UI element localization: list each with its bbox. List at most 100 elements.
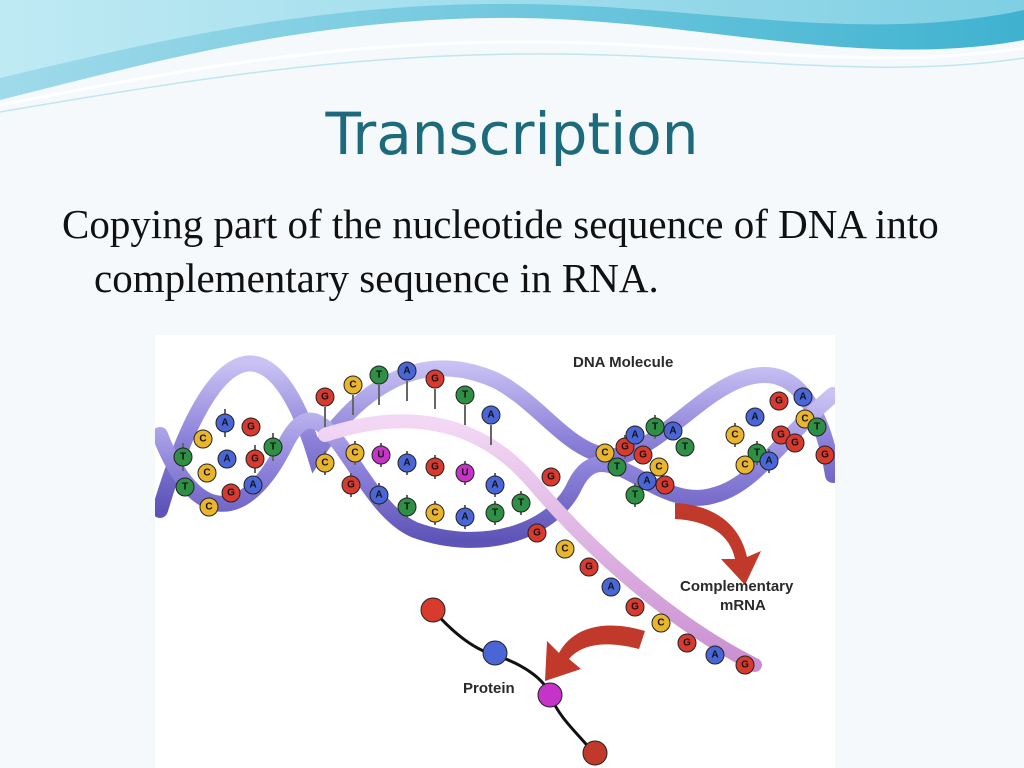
nucleotide-letter: G bbox=[533, 528, 541, 539]
nucleotide-left-4: A bbox=[217, 449, 237, 469]
nucleotide-letter: T bbox=[518, 498, 524, 509]
protein-amino-acid-bead bbox=[582, 740, 608, 766]
nucleotide-letter: T bbox=[632, 490, 638, 501]
nucleotide-letter: A bbox=[799, 392, 806, 403]
nucleotide-mrna-5: G bbox=[625, 597, 645, 617]
nucleotide-left-3: T bbox=[173, 447, 193, 467]
top-wave-decoration bbox=[0, 0, 1024, 113]
nucleotide-left-7: T bbox=[175, 477, 195, 497]
nucleotide-letter: C bbox=[199, 434, 206, 445]
nucleotide-right-5: G bbox=[633, 445, 653, 465]
nucleotide-letter: C bbox=[351, 448, 358, 459]
nucleotide-letter: C bbox=[431, 508, 438, 519]
dna-strand-back bbox=[155, 355, 835, 518]
nucleotide-top-1: C bbox=[343, 375, 363, 395]
nucleotide-right-10: T bbox=[675, 437, 695, 457]
nucleotide-mrna-9: G bbox=[735, 655, 755, 675]
nucleotide-right-8: T bbox=[625, 485, 645, 505]
nucleotide-letter: A bbox=[461, 512, 468, 523]
nucleotide-letter: G bbox=[321, 392, 329, 403]
nucleotide-letter: G bbox=[251, 454, 259, 465]
nucleotide-letter: C bbox=[561, 544, 568, 555]
nucleotide-right-12: C bbox=[725, 425, 745, 445]
nucleotide-right-6: C bbox=[649, 457, 669, 477]
nucleotide-mrna-8: A bbox=[705, 645, 725, 665]
mrna-strand bbox=[318, 414, 762, 672]
nucleotide-letter: G bbox=[431, 374, 439, 385]
nucleotide-letter: C bbox=[601, 448, 608, 459]
nucleotide-mid-7: G bbox=[341, 475, 361, 495]
nucleotide-letter: U bbox=[377, 450, 384, 461]
nucleotide-letter: G bbox=[791, 438, 799, 449]
nucleotide-mid-2: U bbox=[371, 445, 391, 465]
nucleotide-left-6: G bbox=[245, 449, 265, 469]
nucleotide-letter: T bbox=[180, 452, 186, 463]
nucleotide-letter: G bbox=[547, 472, 555, 483]
protein-chain bbox=[420, 597, 608, 766]
nucleotide-top-6: A bbox=[481, 405, 501, 425]
nucleotide-mid-12: T bbox=[485, 503, 505, 523]
label-mrna: mRNA bbox=[720, 597, 766, 614]
label-complementary: Complementary bbox=[680, 578, 794, 595]
nucleotide-right-22: T bbox=[807, 417, 827, 437]
nucleotide-letter: T bbox=[270, 442, 276, 453]
dna-strand-front bbox=[155, 387, 835, 548]
nucleotide-letter: A bbox=[491, 480, 498, 491]
nucleotide-letter: G bbox=[247, 422, 255, 433]
nucleotide-mid-11: A bbox=[455, 507, 475, 527]
nucleotide-letter: T bbox=[682, 442, 688, 453]
nucleotide-right-15: A bbox=[793, 387, 813, 407]
nucleotide-mid-6: A bbox=[485, 475, 505, 495]
nucleotide-left-8: G bbox=[221, 483, 241, 503]
nucleotide-letter: T bbox=[182, 482, 188, 493]
nucleotide-letter: G bbox=[741, 660, 749, 671]
nucleotide-letter: C bbox=[321, 458, 328, 469]
nucleotide-letter: G bbox=[683, 638, 691, 649]
nucleotide-mid-5: U bbox=[455, 463, 475, 483]
nucleotide-letter: G bbox=[431, 462, 439, 473]
nucleotide-letter: T bbox=[462, 390, 468, 401]
nucleotide-letter: C bbox=[655, 462, 662, 473]
nucleotide-right-3: A bbox=[625, 425, 645, 445]
nucleotide-letter: A bbox=[711, 650, 718, 661]
nucleotide-mid-1: C bbox=[345, 443, 365, 463]
nucleotide-right-20: A bbox=[759, 451, 779, 471]
nucleotide-right-2: C bbox=[595, 443, 615, 463]
nucleotide-letter: A bbox=[403, 366, 410, 377]
nucleotide-right-11: A bbox=[663, 421, 683, 441]
nucleotide-letter: A bbox=[487, 410, 494, 421]
nucleotide-letter: G bbox=[777, 430, 785, 441]
nucleotide-letter: A bbox=[643, 476, 650, 487]
nucleotide-letter: A bbox=[221, 418, 228, 429]
nucleotide-letter: T bbox=[376, 370, 382, 381]
nucleotide-letter: T bbox=[814, 422, 820, 433]
nucleotide-right-14: G bbox=[769, 391, 789, 411]
nucleotide-mid-4: G bbox=[425, 457, 445, 477]
nucleotide-letter: A bbox=[607, 582, 614, 593]
protein-amino-acid-bead bbox=[482, 640, 508, 666]
nucleotide-right-1: T bbox=[607, 457, 627, 477]
transcription-arrow-icon bbox=[675, 503, 761, 585]
nucleotide-letter: T bbox=[754, 448, 760, 459]
nucleotide-mrna-1: G bbox=[527, 523, 547, 543]
nucleotide-letter: G bbox=[775, 396, 783, 407]
slide-title: Transcription bbox=[325, 100, 699, 168]
nucleotide-letter: A bbox=[375, 490, 382, 501]
dna-backbone bbox=[155, 355, 835, 548]
nucleotide-right-7: A bbox=[637, 471, 657, 491]
nucleotide-letter: A bbox=[223, 454, 230, 465]
protein-amino-acid-bead bbox=[537, 682, 563, 708]
nucleotide-left-5: C bbox=[197, 463, 217, 483]
nucleotide-left-11: C bbox=[199, 497, 219, 517]
nucleotide-letter: G bbox=[347, 480, 355, 491]
nucleotide-mrna-3: G bbox=[579, 557, 599, 577]
nucleotide-letter: C bbox=[741, 460, 748, 471]
nucleotide-mid-9: T bbox=[397, 497, 417, 517]
nucleotide-right-9: G bbox=[655, 475, 675, 495]
nucleotide-letter: C bbox=[657, 618, 664, 629]
nucleotide-right-19: C bbox=[735, 455, 755, 475]
